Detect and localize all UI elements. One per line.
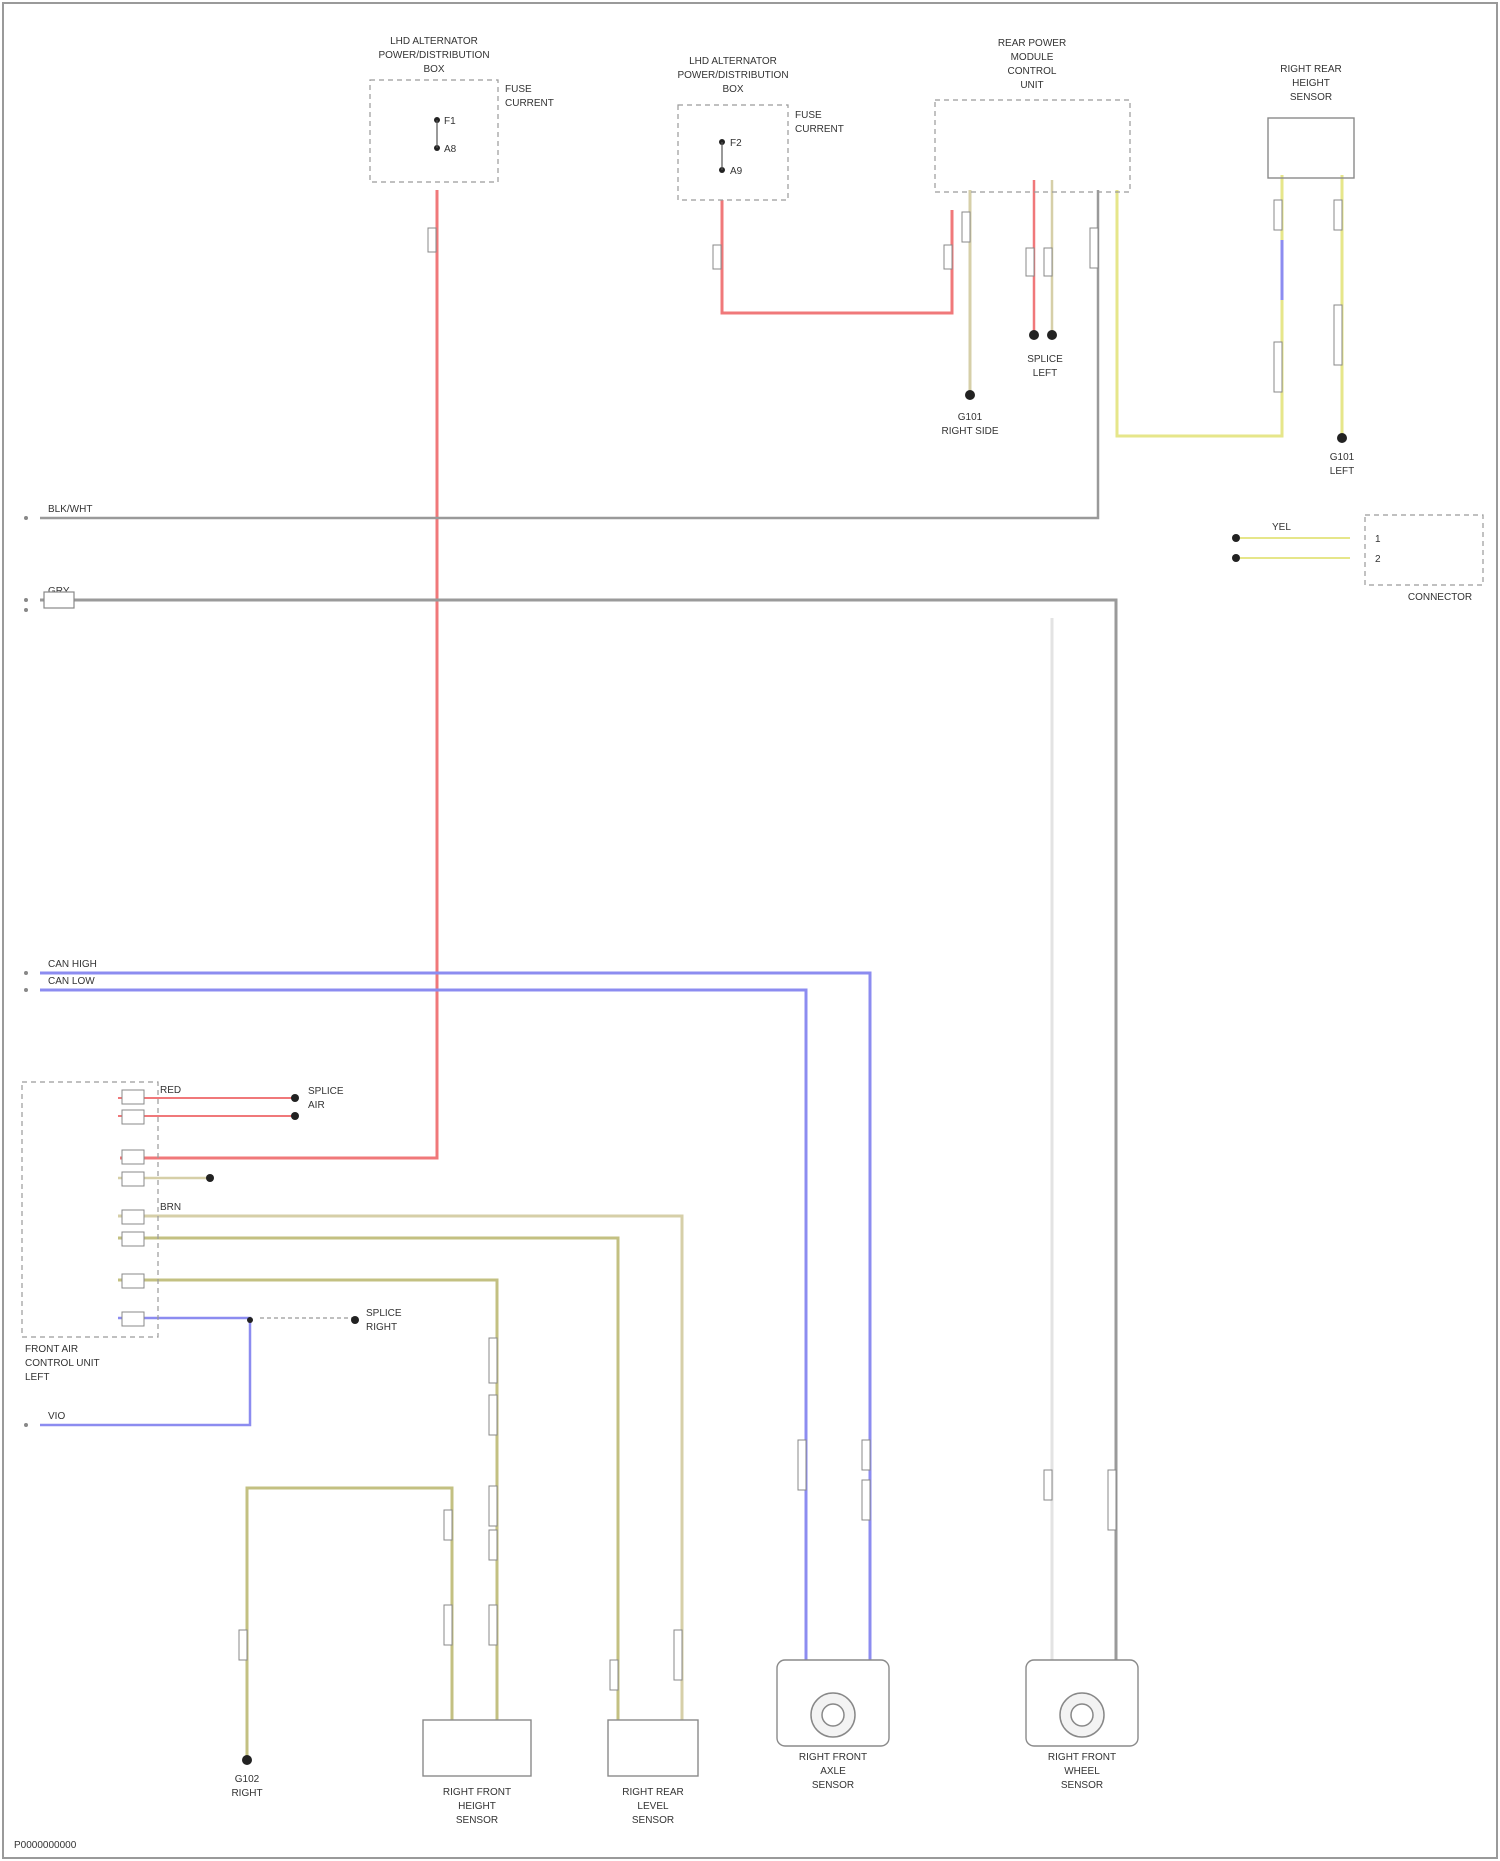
fuse-box-left-title-1: LHD ALTERNATOR <box>390 36 478 47</box>
right-module-title-1: RIGHT REAR <box>1280 64 1342 75</box>
label-yel: YEL <box>1272 522 1291 533</box>
splice-right-text-1: SPLICE <box>366 1308 402 1319</box>
fuse-box-left: LHD ALTERNATOR POWER/DISTRIBUTION BOX FU… <box>370 36 554 182</box>
rear-module-title-1: REAR POWER <box>998 38 1066 49</box>
label-can-low: CAN LOW <box>48 976 95 987</box>
sensor-bottom-3-title-1: RIGHT FRONT <box>799 1752 867 1763</box>
footer-code: P0000000000 <box>14 1840 77 1851</box>
wire-violet-can-low <box>40 990 806 1660</box>
sensor-bottom-4-title-1: RIGHT FRONT <box>1048 1752 1116 1763</box>
wire-olive-ground-bottom <box>247 1488 452 1758</box>
label-can-high: CAN HIGH <box>48 959 97 970</box>
ground-right: G101 LEFT <box>1330 433 1355 477</box>
sensor-bottom-4-title-2: WHEEL <box>1064 1766 1100 1777</box>
right-module-title-3: SENSOR <box>1290 92 1332 103</box>
label-red: RED <box>160 1085 181 1096</box>
wire-red-main <box>120 190 437 1158</box>
wire-tan-ctrl-4 <box>118 1216 682 1720</box>
wire-red-center <box>722 200 952 313</box>
wire-olive-ctrl-6 <box>118 1280 497 1720</box>
fuse-box-center-note-2: CURRENT <box>795 124 844 135</box>
ground-bottom-text-1: G102 <box>235 1774 260 1785</box>
ground-bottom: G102 RIGHT <box>231 1755 262 1799</box>
rear-module-title-4: UNIT <box>1020 80 1043 91</box>
splice-right: SPLICE RIGHT <box>206 1174 402 1333</box>
fuse-box-center-title-1: LHD ALTERNATOR <box>689 56 777 67</box>
left-connector-gray <box>44 592 74 608</box>
splice-mid-text-1: SPLICE <box>1027 354 1063 365</box>
right-module-title-2: HEIGHT <box>1292 78 1330 89</box>
ground-left-text-1: G101 <box>958 412 983 423</box>
fuse-box-center-title-2: POWER/DISTRIBUTION <box>677 70 788 81</box>
fuse-box-center-pin-top: F2 <box>730 138 742 149</box>
splice-left-text-2: AIR <box>308 1100 325 1111</box>
control-unit: FRONT AIR CONTROL UNIT LEFT <box>22 1082 158 1383</box>
control-unit-title-2: CONTROL UNIT <box>25 1358 100 1369</box>
label-blk-wht: BLK/WHT <box>48 504 92 515</box>
splice-right-text-2: RIGHT <box>366 1322 397 1333</box>
sensor-bottom-2-title-3: SENSOR <box>632 1815 674 1826</box>
label-brn: BRN <box>160 1202 181 1213</box>
control-unit-title-1: FRONT AIR <box>25 1344 78 1355</box>
right-connector-title: CONNECTOR <box>1408 592 1472 603</box>
rear-module: REAR POWER MODULE CONTROL UNIT <box>935 38 1130 192</box>
ground-right-text-2: LEFT <box>1330 466 1354 477</box>
fuse-box-left-pin-bottom: A8 <box>444 144 457 155</box>
wire-gray-top <box>40 190 1098 518</box>
fuse-box-left-note-2: CURRENT <box>505 98 554 109</box>
fuse-box-left-title-2: POWER/DISTRIBUTION <box>378 50 489 61</box>
sensor-bottom-2: RIGHT REAR LEVEL SENSOR <box>608 1720 698 1826</box>
fuse-box-center-title-3: BOX <box>722 84 743 95</box>
connector-marks <box>239 200 1342 1690</box>
wire-violet-can-high <box>40 973 870 1660</box>
ground-bottom-text-2: RIGHT <box>231 1788 262 1799</box>
sensor-bottom-3-title-3: SENSOR <box>812 1780 854 1791</box>
fuse-box-center: LHD ALTERNATOR POWER/DISTRIBUTION BOX FU… <box>677 56 843 200</box>
splice-mid-text-2: LEFT <box>1033 368 1057 379</box>
fuse-box-left-pin-top: F1 <box>444 116 456 127</box>
fuse-box-left-title-3: BOX <box>423 64 444 75</box>
diagram-frame <box>3 3 1497 1858</box>
sensor-bottom-1-title-2: HEIGHT <box>458 1801 496 1812</box>
splice-left-text-1: SPLICE <box>308 1086 344 1097</box>
splice-left: SPLICE AIR <box>291 1086 344 1120</box>
right-connector-pin-1: 1 <box>1375 534 1381 545</box>
sensor-bottom-1-title-3: SENSOR <box>456 1815 498 1826</box>
sensor-bottom-4: RIGHT FRONT WHEEL SENSOR <box>1026 1660 1138 1791</box>
right-module: RIGHT REAR HEIGHT SENSOR <box>1268 64 1354 178</box>
ground-left: G101 RIGHT SIDE <box>941 390 998 437</box>
wire-gray-mid <box>40 600 1116 1660</box>
left-terminals <box>24 516 28 1427</box>
label-vio: VIO <box>48 1411 65 1422</box>
fuse-box-center-note-1: FUSE <box>795 110 822 121</box>
rear-module-title-3: CONTROL <box>1008 66 1057 77</box>
sensor-bottom-1-title-1: RIGHT FRONT <box>443 1787 511 1798</box>
right-connector-pin-2: 2 <box>1375 554 1381 565</box>
wire-yel-right-module <box>1117 175 1282 436</box>
fuse-box-left-note-1: FUSE <box>505 84 532 95</box>
wire-violet-ctrl-7 <box>40 1318 250 1425</box>
fuse-box-center-pin-bottom: A9 <box>730 166 743 177</box>
rear-module-title-2: MODULE <box>1011 52 1054 63</box>
sensor-bottom-2-title-1: RIGHT REAR <box>622 1787 684 1798</box>
splice-mid: SPLICE LEFT <box>1027 330 1063 379</box>
sensor-bottom-4-title-3: SENSOR <box>1061 1780 1103 1791</box>
ground-right-text-1: G101 <box>1330 452 1355 463</box>
wire-yel-right-connector <box>1240 538 1350 558</box>
sensor-bottom-2-title-2: LEVEL <box>637 1801 669 1812</box>
sensor-bottom-3-title-2: AXLE <box>820 1766 846 1777</box>
sensor-bottom-1: RIGHT FRONT HEIGHT SENSOR <box>423 1720 531 1826</box>
sensor-bottom-3: RIGHT FRONT AXLE SENSOR <box>777 1660 889 1791</box>
ground-left-text-2: RIGHT SIDE <box>941 426 998 437</box>
control-unit-title-3: LEFT <box>25 1372 49 1383</box>
